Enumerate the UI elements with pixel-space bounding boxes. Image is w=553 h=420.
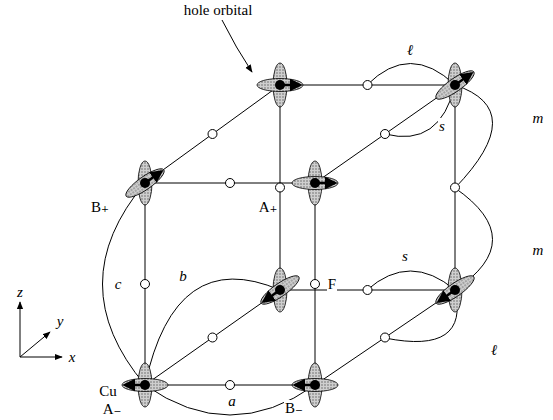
fluorine-ion <box>451 183 460 192</box>
axis-arrow <box>20 357 62 358</box>
lattice-bond <box>145 290 280 385</box>
fluorine-ion <box>381 333 390 342</box>
bond-label: b <box>178 268 188 285</box>
site-label: A₊ <box>258 199 279 216</box>
exchange-path <box>367 64 455 86</box>
lattice-bond <box>315 290 455 385</box>
fluorine-ion <box>208 333 217 342</box>
fluorine-ion <box>381 130 390 139</box>
exchange-path <box>367 271 455 290</box>
hole-orbital-lobe <box>432 66 477 103</box>
fluorine-ion <box>226 179 235 188</box>
callout-text: hole orbital <box>183 2 254 19</box>
site-label: B₋ <box>284 400 304 417</box>
bond-label: s <box>438 118 446 135</box>
axis-arrow <box>20 302 21 357</box>
fluorine-ion <box>363 286 372 295</box>
fluorine-ion <box>141 280 150 289</box>
bond-label: ℓ <box>406 42 414 59</box>
bond-label: m <box>532 242 545 259</box>
fluorine-ion <box>208 130 217 139</box>
hole-orbital-lobe <box>292 379 338 392</box>
hole-orbital-lobe <box>257 271 302 308</box>
spin-arrow <box>295 384 318 387</box>
atom-label: Cu <box>98 383 118 400</box>
spin-arrow <box>125 384 148 387</box>
lattice-bond <box>145 85 280 183</box>
hole-orbital-lobe <box>432 271 477 308</box>
hole-orbital-lobe <box>292 177 338 190</box>
fluorine-ion <box>311 280 320 289</box>
lattice-bond <box>315 85 455 183</box>
exchange-path <box>145 279 280 385</box>
axis-label: z <box>16 284 24 301</box>
hole-orbital-lobe <box>122 379 168 392</box>
bond-label: s <box>401 248 409 265</box>
fluorine-ion <box>363 81 372 90</box>
fluorine-ion <box>276 183 285 192</box>
spin-arrow <box>312 182 335 185</box>
axis-label: x <box>68 349 77 366</box>
axis-arrow <box>20 332 50 357</box>
exchange-path <box>455 85 493 188</box>
axis-label: y <box>56 313 65 330</box>
atom-label: F <box>327 276 337 293</box>
bond-label: m <box>532 110 545 127</box>
bond-label: ℓ <box>490 342 498 359</box>
bond-label: a <box>227 393 237 410</box>
spin-arrow <box>439 288 458 301</box>
spin-arrow <box>264 288 283 301</box>
spin-arrow <box>143 172 162 185</box>
hole-orbital-lobe <box>122 164 167 201</box>
site-label: A₋ <box>102 401 123 418</box>
fluorine-ion <box>226 381 235 390</box>
spin-arrow <box>277 84 300 87</box>
bond-label: c <box>114 276 123 293</box>
site-label: B₊ <box>90 199 110 216</box>
hole-orbital-lobe <box>257 79 303 92</box>
spin-arrow <box>453 74 472 87</box>
exchange-path <box>455 188 493 290</box>
pointer-arrow <box>222 20 252 72</box>
